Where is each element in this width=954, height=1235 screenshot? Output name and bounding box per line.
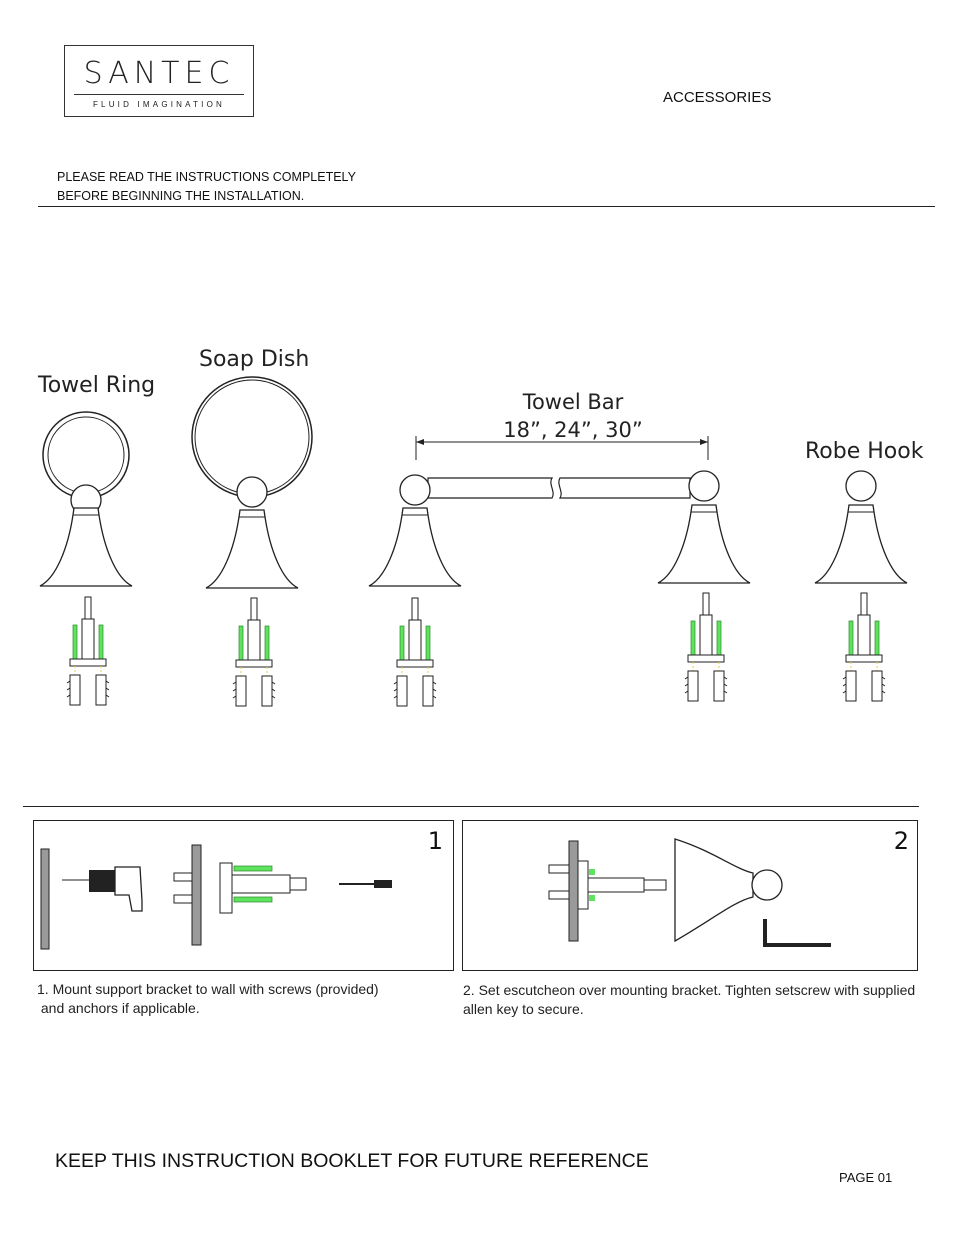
robe-hook-drawing xyxy=(814,470,908,702)
install-notice-line1: PLEASE READ THE INSTRUCTIONS COMPLETELY xyxy=(57,170,356,184)
product-illustrations xyxy=(39,376,908,707)
towel-ring-drawing xyxy=(39,411,133,706)
brand-logo: SANTEC FLUID IMAGINATION xyxy=(64,45,254,117)
towel-bar-name: Towel Bar xyxy=(522,390,624,414)
towel-bar-drawing xyxy=(368,436,751,707)
step-1-caption-line1: 1. Mount support bracket to wall with sc… xyxy=(37,981,379,997)
step-2-number: 2 xyxy=(893,827,909,855)
robe-hook-label: Robe Hook xyxy=(805,439,924,464)
step-1-caption-line2: and anchors if applicable. xyxy=(37,1000,200,1016)
step-2-illustration xyxy=(548,838,831,947)
step-2-caption-line2: allen key to secure. xyxy=(463,1001,584,1017)
install-notice: PLEASE READ THE INSTRUCTIONS COMPLETELY … xyxy=(57,168,356,206)
step-1-panel: 1 xyxy=(33,820,454,971)
step-1-illustration xyxy=(40,844,392,950)
step-2-caption-line1: 2. Set escutcheon over mounting bracket.… xyxy=(463,982,916,998)
brand-tagline: FLUID IMAGINATION xyxy=(92,100,226,109)
towel-ring-label: Towel Ring xyxy=(38,373,156,398)
step-1-caption: 1. Mount support bracket to wall with sc… xyxy=(37,980,457,1018)
towel-bar-label: Towel Bar 18”, 24”, 30” xyxy=(473,388,673,444)
logo-divider xyxy=(74,94,244,95)
header-divider xyxy=(38,206,935,207)
towel-bar-sizes: 18”, 24”, 30” xyxy=(503,418,643,442)
brand-name: SANTEC xyxy=(83,56,235,91)
page-number: PAGE 01 xyxy=(839,1170,893,1185)
install-notice-line2: BEFORE BEGINNING THE INSTALLATION. xyxy=(57,189,305,203)
step-1-number: 1 xyxy=(427,827,443,855)
soap-dish-label: Soap Dish xyxy=(199,347,310,372)
category-title: ACCESSORIES xyxy=(663,89,772,106)
soap-dish-drawing xyxy=(191,376,313,707)
keep-booklet-notice: KEEP THIS INSTRUCTION BOOKLET FOR FUTURE… xyxy=(55,1150,649,1172)
step-2-caption: 2. Set escutcheon over mounting bracket.… xyxy=(463,981,933,1019)
steps-divider xyxy=(23,806,919,807)
step-2-panel: 2 xyxy=(462,820,918,971)
